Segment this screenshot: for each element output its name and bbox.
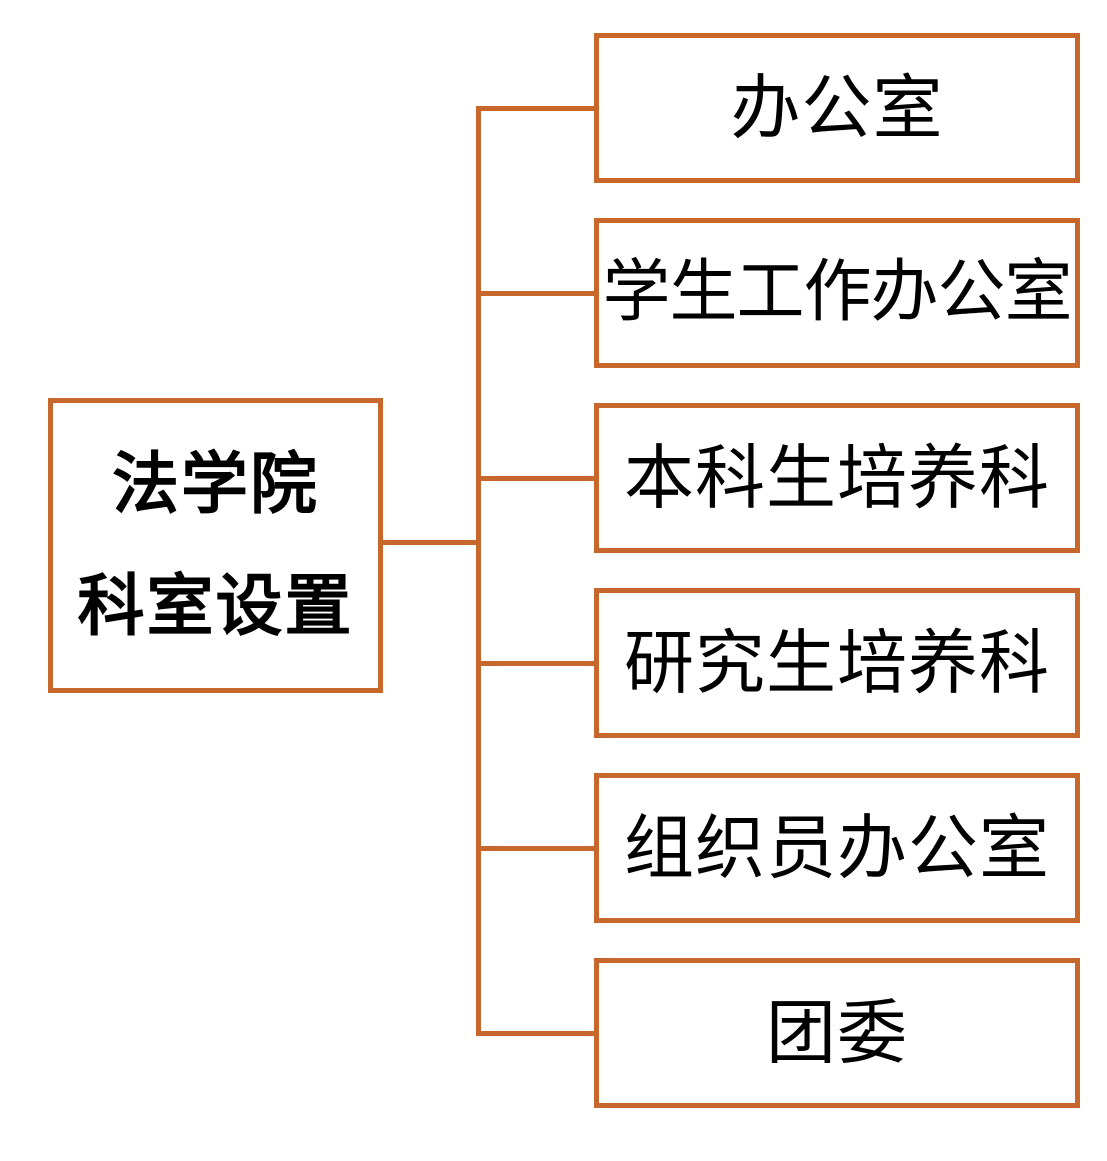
org-node-graduate-training-section[interactable]: 研究生培养科	[594, 588, 1080, 738]
connector-branch-5	[476, 846, 597, 851]
connector-branch-4	[476, 661, 597, 666]
connector-branch-1	[476, 106, 597, 111]
org-node-root-label-line-2: 科室设置	[77, 566, 354, 645]
connector-branch-6	[476, 1031, 597, 1036]
org-node-office[interactable]: 办公室	[594, 33, 1080, 183]
org-node-label: 学生工作办公室	[602, 252, 1072, 332]
org-node-youth-league-committee[interactable]: 团委	[594, 958, 1080, 1108]
connector-branch-2	[476, 291, 597, 296]
org-node-undergraduate-training-section[interactable]: 本科生培养科	[594, 403, 1080, 553]
org-node-root[interactable]: 法学院 科室设置	[48, 398, 383, 693]
org-node-label: 组织员办公室	[624, 806, 1050, 889]
org-node-student-affairs-office[interactable]: 学生工作办公室	[594, 218, 1080, 368]
org-node-organizer-office[interactable]: 组织员办公室	[594, 773, 1080, 923]
org-node-root-label-line-1: 法学院	[112, 445, 319, 524]
org-node-label: 团委	[766, 991, 908, 1074]
connector-root-stem	[378, 540, 481, 545]
org-node-label: 本科生培养科	[624, 436, 1050, 519]
org-node-label: 办公室	[730, 66, 944, 149]
connector-branch-3	[476, 476, 597, 481]
org-node-label: 研究生培养科	[624, 621, 1050, 704]
connector-trunk	[476, 106, 481, 1031]
